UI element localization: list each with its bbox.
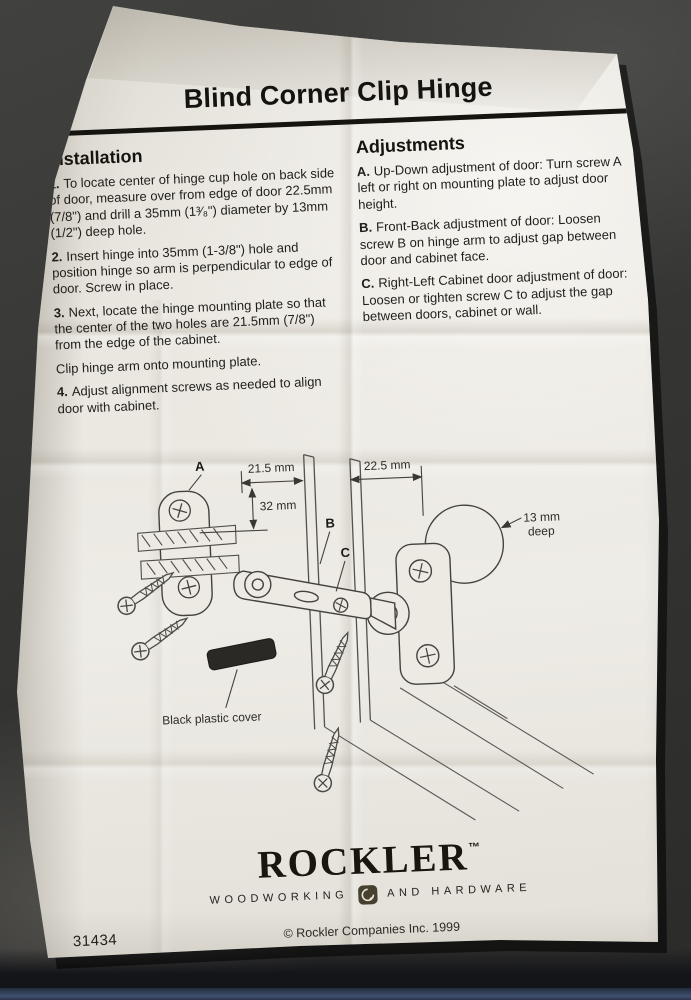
step-text: Insert hinge into 35mm (1-3/8") hole and… xyxy=(51,239,333,297)
hinge-arm xyxy=(233,570,397,631)
installation-step-3: 3.Next, locate the hinge mounting plate … xyxy=(53,294,343,355)
installation-column: Installation 1.To locate center of hinge… xyxy=(47,138,346,424)
adjustment-c: C.Right-Left Cabinet door adjustment of … xyxy=(361,265,640,325)
depth-callout-arrow xyxy=(500,517,522,529)
brand-footer: ROCKLER™ WOODWORKING AND HARDWARE 31434 … xyxy=(73,826,659,954)
adjustment-text: Up-Down adjustment of door: Turn screw A… xyxy=(357,153,622,212)
dimension-door-offset-label: 22.5 mm xyxy=(364,457,411,473)
installation-note: Clip hinge arm onto mounting plate. xyxy=(56,350,345,378)
tagline-right: AND HARDWARE xyxy=(386,882,532,900)
callout-a-leader xyxy=(188,474,202,491)
dimension-door-offset xyxy=(349,465,424,516)
perspective-lines xyxy=(324,679,594,821)
installation-step-1: 1.To locate center of hinge cup hole on … xyxy=(48,165,339,242)
step-number: 2. xyxy=(51,248,63,265)
dimension-plate-offset-label: 21.5 mm xyxy=(248,460,295,476)
sheet-content: Blind Corner Clip Hinge Installation 1.T… xyxy=(43,32,659,955)
screw xyxy=(127,610,193,664)
dimension-hole-spacing-label: 32 mm xyxy=(259,498,296,513)
step-text: Next, locate the hinge mounting plate so… xyxy=(54,294,326,353)
plate-screw-heads xyxy=(168,499,201,599)
step-number: 3. xyxy=(53,304,65,321)
depth-label-line1: 13 mm xyxy=(523,509,560,524)
step-number: 4. xyxy=(56,384,69,400)
hinge-installation-diagram: 21.5 mm 32 mm 22.5 mm 13 mm deep xyxy=(113,453,594,821)
adjustment-text: Front-Back adjustment of door: Loosen sc… xyxy=(359,210,617,269)
adjustments-column: Adjustments A.Up-Down adjustment of door… xyxy=(355,126,643,412)
callout-b: B xyxy=(325,515,335,530)
callout-c: C xyxy=(340,545,351,560)
installation-step-2: 2.Insert hinge into 35mm (1-3/8") hole a… xyxy=(51,237,341,298)
adjustment-letter: A. xyxy=(356,163,371,180)
rockler-logo-icon xyxy=(357,884,378,905)
step-text: To locate center of hinge cup hole on ba… xyxy=(48,165,335,241)
brand-text: ROCKLER xyxy=(256,835,470,887)
step-number: 1. xyxy=(48,176,60,192)
screw xyxy=(312,628,357,697)
adjustment-b: B.Front-Back adjustment of door: Loosen … xyxy=(359,209,638,269)
callout-c-leader xyxy=(335,560,346,592)
installation-heading: Installation xyxy=(47,145,143,170)
dimension-hole-spacing xyxy=(199,487,268,534)
instructions-columns: Installation 1.To locate center of hinge… xyxy=(47,126,644,424)
depth-label-line2: deep xyxy=(528,523,556,538)
adjustment-letter: C. xyxy=(361,275,375,292)
trademark-symbol: ™ xyxy=(467,839,481,855)
installation-step-4: 4.Adjust alignment screws as needed to a… xyxy=(57,373,347,417)
step-text: Adjust alignment screws as needed to ali… xyxy=(57,373,322,416)
adjustments-heading: Adjustments xyxy=(355,132,466,158)
adjustment-letter: B. xyxy=(358,219,373,236)
step-text: Clip hinge arm onto mounting plate. xyxy=(55,352,262,377)
black-plastic-cover xyxy=(206,638,277,708)
dimension-plate-offset xyxy=(240,470,304,493)
adjustment-a: A.Up-Down adjustment of door: Turn screw… xyxy=(357,153,636,213)
callout-b-leader xyxy=(319,531,331,565)
adjustment-text: Right-Left Cabinet door adjustment of do… xyxy=(361,265,628,325)
table-edge xyxy=(0,988,691,1000)
tagline-left: WOODWORKING xyxy=(209,889,349,908)
brand-tagline: WOODWORKING AND HARDWARE xyxy=(77,872,659,917)
screw xyxy=(311,725,348,795)
callout-a: A xyxy=(195,458,206,473)
black-cover-label: Black plastic cover xyxy=(162,709,262,727)
